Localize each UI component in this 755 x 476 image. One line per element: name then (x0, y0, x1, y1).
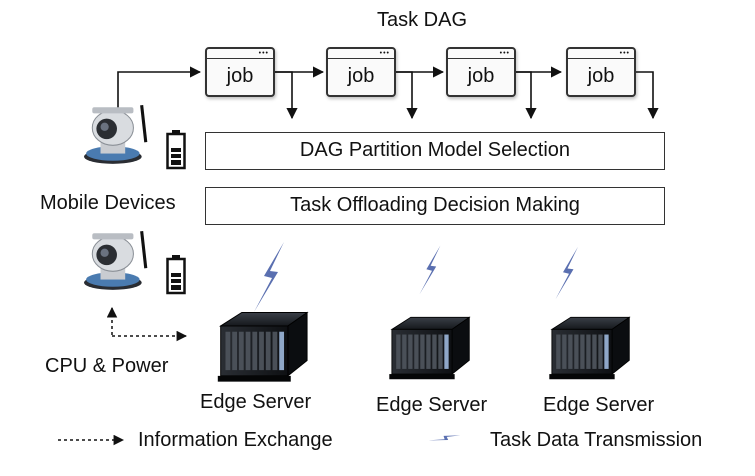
battery-icon-1 (166, 130, 186, 170)
server-icon-1 (217, 312, 308, 383)
lightning-icon-1 (254, 242, 284, 312)
job-node-2: ••• job (326, 47, 396, 97)
edge-server-label-3: Edge Server (543, 394, 655, 416)
job-node-label: job (467, 65, 495, 87)
diagram-title: Task DAG (377, 9, 468, 31)
arrow-job3-down (516, 71, 537, 120)
arrow-job1-down (275, 71, 298, 120)
job-node-label: job (587, 65, 615, 87)
partition-model-panel: DAG Partition Model Selection (205, 132, 665, 170)
server-icon-2 (388, 316, 470, 380)
server-icon-3 (548, 316, 630, 380)
edge-server-label-1: Edge Server (200, 391, 312, 413)
camera-icon-1 (82, 103, 148, 166)
job-node-3: ••• job (446, 47, 516, 97)
job-node-label: job (226, 65, 254, 87)
lightning-icon-3 (555, 246, 578, 300)
lightning-icon-2 (419, 245, 441, 295)
arrow-job4-down (636, 71, 659, 120)
job-node-4: ••• job (566, 47, 636, 97)
arrow-job2-down (396, 71, 418, 120)
job-node-1: ••• job (205, 47, 275, 97)
mobile-devices-label: Mobile Devices (40, 192, 176, 214)
camera-icon-2 (82, 229, 148, 292)
offloading-decision-panel: Task Offloading Decision Making (205, 187, 665, 225)
legend-lightning-icon (428, 424, 461, 452)
job-node-label: job (347, 65, 375, 87)
edge-server-label-2: Edge Server (376, 394, 488, 416)
legend-info-exchange: Information Exchange (138, 429, 333, 451)
battery-icon-2 (166, 255, 186, 295)
cpu-power-label: CPU & Power (45, 355, 169, 377)
arrow-device-to-dag (117, 66, 202, 110)
legend-task-transmission: Task Data Transmission (490, 429, 703, 451)
